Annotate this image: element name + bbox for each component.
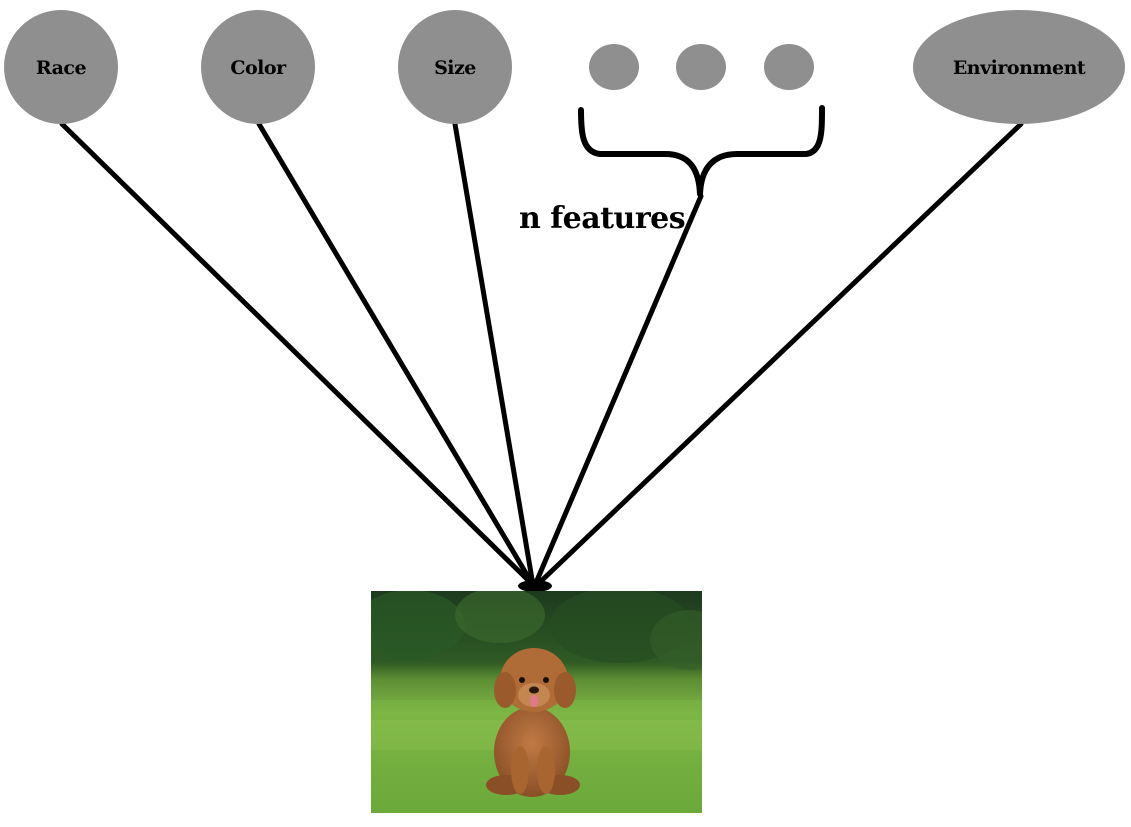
edge-n-features: [532, 193, 704, 588]
ellipsis-dot: [589, 44, 639, 90]
node-color-label: Color: [230, 57, 287, 79]
ellipsis-dots: [589, 44, 814, 90]
node-environment-shape: [913, 10, 1125, 124]
edges: [59, 121, 1024, 592]
edge-size: [452, 121, 536, 588]
ellipsis-dot: [676, 44, 726, 90]
node-color-shape: [201, 10, 315, 124]
node-race-label: Race: [36, 57, 87, 79]
curly-brace: [578, 105, 825, 197]
ellipsis-dot: [764, 44, 814, 90]
edge-junction: [518, 580, 552, 592]
node-race-shape: [4, 10, 118, 124]
edge-environment: [534, 121, 1024, 588]
node-environment: Environment: [913, 10, 1125, 124]
edge-race: [59, 121, 536, 588]
poodle-dog: [486, 648, 580, 797]
poodle-photo: [371, 591, 702, 813]
brace-caption: n features: [519, 201, 685, 236]
node-size-label: Size: [434, 57, 476, 79]
node-size: Size: [398, 10, 512, 124]
node-environment-label: Environment: [953, 57, 1086, 79]
node-race: Race: [4, 10, 118, 124]
node-color: Color: [201, 10, 315, 124]
edge-color: [256, 121, 536, 588]
node-size-shape: [398, 10, 512, 124]
